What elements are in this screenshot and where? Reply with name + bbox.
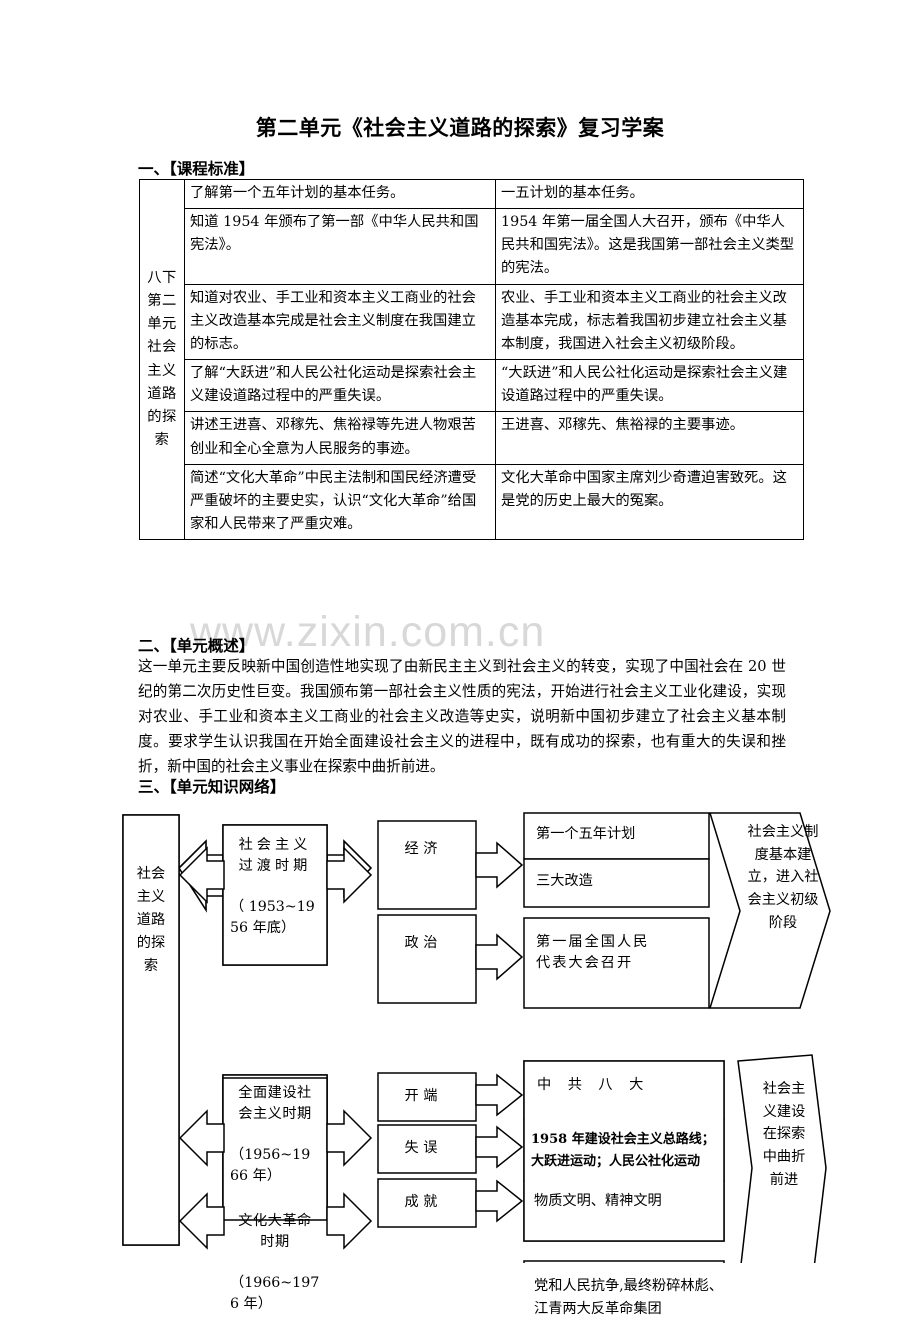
- standard-requirement: 简述“文化大革命”中民主法制和国民经济遭受严重破坏的主要史实，认识“文化大革命”…: [184, 463, 496, 541]
- period-3-years: （1966~197 6 年）: [230, 1275, 320, 1313]
- diagram-shapes: [122, 812, 831, 1263]
- standard-summary: 农业、手工业和资本主义工商业的社会主义改造基本完成，标志着我国初步建立社会主义基…: [495, 283, 804, 361]
- section-heading-standards: 一、【课程标准】: [138, 159, 255, 178]
- standard-requirement: 了解“大跃进”和人民公社化运动是探索社会主义建设道路过程中的严重失误。: [184, 359, 496, 413]
- conclusion-1: 社会主义制度基本建立，进入社会主义初级阶段: [747, 824, 819, 931]
- table-row: 了解“大跃进”和人民公社化运动是探索社会主义建设道路过程中的严重失误。 “大跃进…: [140, 359, 804, 413]
- table-row: 知道 1954 年颁布了第一部《中华人民共和国宪法》。 1954 年第一届全国人…: [140, 208, 804, 285]
- aspect-achievement: 成 就: [404, 1194, 438, 1210]
- standard-requirement: 知道对农业、手工业和资本主义工商业的社会主义改造基本完成是社会主义制度在我国建立…: [184, 283, 496, 361]
- unit-overview-text: 这一单元主要反映新中国创造性地实现了由新民主主义到社会主义的转变，实现了中国社会…: [138, 658, 786, 776]
- outcome-achievements: 物质文明、精神文明: [534, 1193, 662, 1209]
- aspect-mistake: 失 误: [404, 1140, 438, 1156]
- standard-summary: 1954 年第一届全国人大召开，颁布《中华人民共和国宪法》。这是我国第一部社会主…: [495, 208, 804, 285]
- standard-requirement: 了解第一个五年计划的基本任务。: [184, 178, 496, 210]
- table-row-label-text: 八下第二单元社会主义道路的探索: [147, 269, 177, 449]
- standard-summary: 文化大革命中国家主席刘少奇遭迫害致死。这是党的历史上最大的冤案。: [495, 463, 804, 541]
- table-row: 简述“文化大革命”中民主法制和国民经济遭受严重破坏的主要史实，认识“文化大革命”…: [140, 463, 804, 541]
- standard-summary: 王进喜、邓稼先、焦裕禄的主要事迹。: [495, 411, 804, 465]
- aspect-economy: 经 济: [404, 841, 438, 857]
- page-title: 第二单元《社会主义道路的探索》复习学案: [255, 115, 665, 140]
- outcome-npc-first-session: 第一届全国人民 代表大会召开: [536, 934, 650, 972]
- aspect-start: 开 端: [404, 1088, 438, 1104]
- period-2-name: 全面建设社 会主义时期: [238, 1085, 312, 1123]
- aspect-politics: 政 治: [404, 935, 438, 951]
- outcome-mistakes: 1958 年建设社会主义总路线； 大跃进运动；人民公社化运动: [531, 1132, 715, 1170]
- period-3-name: 文化大革命 时期: [238, 1213, 312, 1251]
- outcome-eighth-congress: 中 共 八 大: [537, 1077, 650, 1093]
- period-2-years: （1956~19 66 年）: [230, 1147, 311, 1185]
- standard-requirement: 知道 1954 年颁布了第一部《中华人民共和国宪法》。: [184, 208, 496, 285]
- standard-summary: “大跃进”和人民公社化运动是探索社会主义建设道路过程中的严重失误。: [495, 359, 804, 413]
- table-row: 知道对农业、手工业和资本主义工商业的社会主义改造基本完成是社会主义制度在我国建立…: [140, 283, 804, 361]
- period-1-years: （ 1953~19 56 年底）: [230, 899, 315, 937]
- standard-summary: 一五计划的基本任务。: [495, 178, 804, 210]
- section-heading-network: 三、【单元知识网络】: [138, 777, 286, 796]
- section-heading-overview: 二、【单元概述】: [138, 636, 255, 655]
- root-box-label: 社会主义道路的探索: [136, 866, 166, 974]
- standard-requirement: 讲述王进喜、邓稼先、焦裕禄等先进人物艰苦创业和全心全意为人民服务的事迹。: [184, 411, 496, 465]
- outcome-cultural-revolution: 党和人民抗争,最终粉碎林彪、 江青两大反革命集团: [534, 1278, 723, 1318]
- period-1-name: 社会主义 过渡时期: [238, 837, 312, 875]
- table-row-label: 八下第二单元社会主义道路的探索: [139, 178, 185, 541]
- outcome-first-five-year-plan: 第一个五年计划: [536, 826, 636, 842]
- course-standards-table: 八下第二单元社会主义道路的探索 了解第一个五年计划的基本任务。 一五计划的基本任…: [139, 178, 804, 541]
- table-row: 八下第二单元社会主义道路的探索 了解第一个五年计划的基本任务。 一五计划的基本任…: [139, 178, 804, 541]
- table-row: 讲述王进喜、邓稼先、焦裕禄等先进人物艰苦创业和全心全意为人民服务的事迹。 王进喜…: [140, 411, 804, 465]
- conclusion-2: 社会主义建设在探索中曲折前进: [762, 1081, 806, 1188]
- watermark: www.zixin.com.cn: [190, 608, 546, 656]
- outcome-three-transformations: 三大改造: [536, 873, 593, 889]
- knowledge-network-diagram: 社会主义道路的探索 社会主义 过渡时期 （ 1953~19 56 年底） 全面建…: [0, 793, 920, 1317]
